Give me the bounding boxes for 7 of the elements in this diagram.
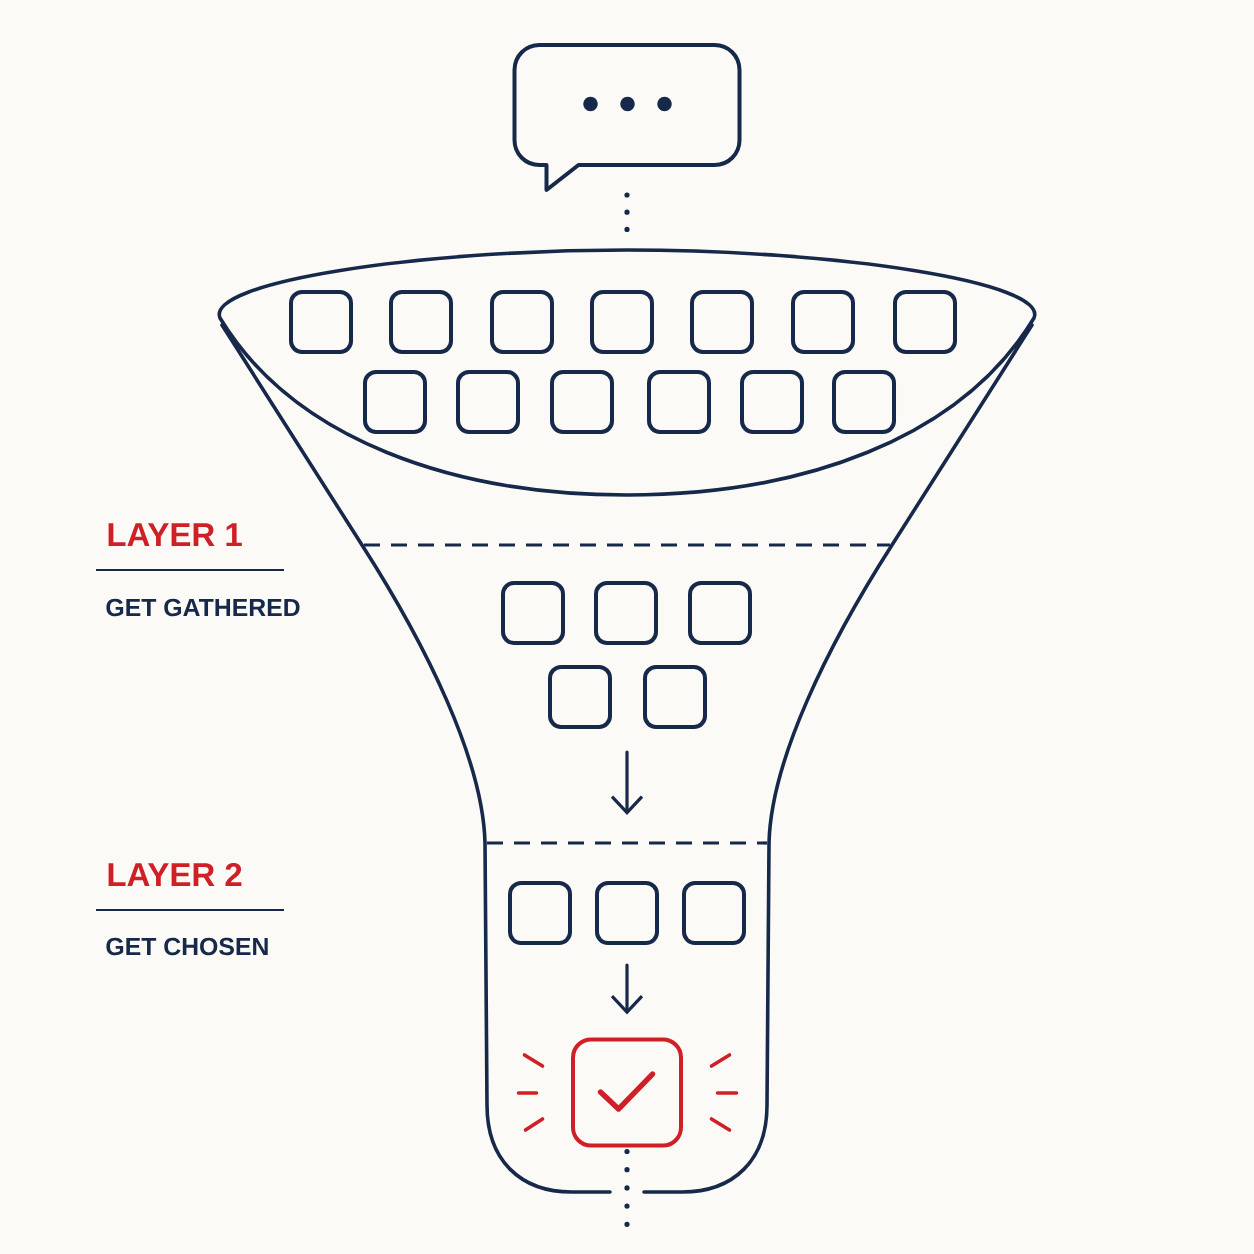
speech-bubble: [512, 43, 742, 192]
layer-heading: LAYER 2: [108, 862, 242, 886]
layer-caption: GET GATHERED: [106, 598, 300, 617]
layer-heading: LAYER 1: [108, 523, 242, 546]
dotted-line: [624, 1148, 630, 1229]
layer-caption: GET CHOSEN: [106, 937, 268, 956]
dotted-line: [624, 192, 630, 233]
